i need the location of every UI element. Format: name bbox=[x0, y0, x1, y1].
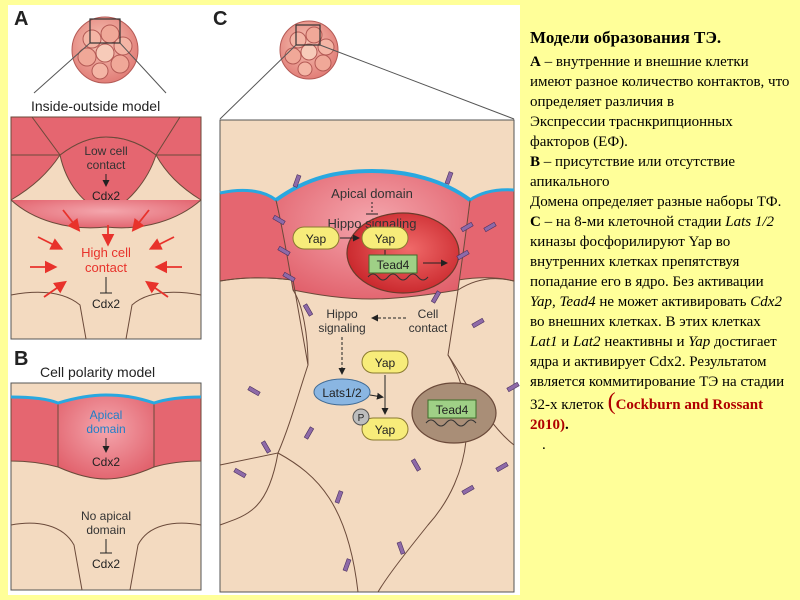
cell-contact-line2: contact bbox=[409, 321, 448, 335]
description-b: В – присутствие или отсутствие апикально… bbox=[530, 154, 736, 190]
figure: A Inside-outside model Low cell contact … bbox=[8, 5, 520, 595]
cdx2-bottom-a: Cdx2 bbox=[92, 297, 120, 311]
embryo-icon-c bbox=[219, 20, 515, 120]
figure-art: A Inside-outside model Low cell contact … bbox=[10, 8, 520, 593]
yap-label-3: Yap bbox=[375, 356, 396, 370]
apical-domain-c: Apical domain bbox=[331, 186, 413, 201]
dna-strand-2 bbox=[425, 419, 477, 427]
yap-label-1: Yap bbox=[306, 232, 327, 246]
apical-membrane-c bbox=[274, 168, 472, 202]
tead4-label-2: Tead4 bbox=[436, 403, 469, 417]
yap-nucleus-outer bbox=[361, 226, 409, 250]
cdx2-bottom-b: Cdx2 bbox=[92, 557, 120, 571]
panel-a-title: Inside-outside model bbox=[31, 98, 160, 114]
dna-strand-1 bbox=[367, 273, 429, 281]
cdx2-top-b: Cdx2 bbox=[92, 455, 120, 469]
panel-b-letter: B bbox=[14, 348, 28, 370]
description-title: Модели образования ТЭ. bbox=[530, 28, 722, 47]
red-contact-arrows bbox=[30, 209, 182, 298]
yap-label-2: Yap bbox=[375, 232, 396, 246]
description-c: С – на 8-ми клеточной стадии Lats 1/2 ки… bbox=[530, 214, 785, 433]
apical-membrane-b bbox=[10, 393, 202, 405]
panel-c-diagram bbox=[219, 119, 520, 593]
embryo-icon-a bbox=[33, 16, 167, 94]
no-apical-line1: No apical bbox=[81, 509, 131, 523]
panel-b-title: Cell polarity model bbox=[40, 364, 155, 380]
panel-b-diagram bbox=[10, 382, 202, 591]
yap-cytoplasm-inner bbox=[361, 350, 409, 374]
description-b2: Домена определяет разные наборы ТФ. bbox=[530, 194, 782, 210]
yap-phosphorylated bbox=[361, 417, 409, 441]
apical-domain-b-line1: Apical bbox=[90, 408, 123, 422]
hippo-mid-line2: signaling bbox=[318, 321, 365, 335]
cdx2-top-a: Cdx2 bbox=[92, 189, 120, 203]
trailing-dot: . bbox=[542, 437, 546, 453]
lats-label: Lats1/2 bbox=[322, 386, 362, 400]
phosphate-label: P bbox=[358, 413, 365, 424]
yap-label-4: Yap bbox=[375, 423, 396, 437]
junction-marks bbox=[233, 171, 520, 572]
description-a2: Экспрессии траснкрипционных факторов (ЕФ… bbox=[530, 114, 733, 150]
yap-cytoplasm-outer bbox=[292, 226, 340, 250]
tead4-outer bbox=[368, 254, 418, 274]
no-apical-line2: domain bbox=[86, 523, 125, 537]
high-contact-line2: contact bbox=[85, 260, 127, 275]
panel-c-letter: C bbox=[213, 8, 227, 30]
panel-a-letter: A bbox=[14, 8, 28, 30]
cell-contact-line1: Cell bbox=[418, 307, 439, 321]
high-contact-line1: High cell bbox=[81, 245, 131, 260]
citation: (Cockburn and Rossant 2010) bbox=[530, 389, 764, 433]
apical-domain-b-line2: domain bbox=[86, 422, 125, 436]
tead4-label-1: Tead4 bbox=[377, 258, 410, 272]
phosphate-badge bbox=[352, 408, 370, 426]
tead4-inner bbox=[427, 399, 477, 419]
description-panel: Модели образования ТЭ. А – внутренние и … bbox=[530, 28, 792, 455]
low-contact-line2: contact bbox=[87, 158, 126, 172]
panel-a-diagram bbox=[10, 116, 202, 340]
hippo-mid-line1: Hippo bbox=[326, 307, 358, 321]
lats-kinase bbox=[313, 378, 371, 406]
low-contact-line1: Low cell bbox=[84, 144, 127, 158]
description-a: А – внутренние и внешние клетки имеют ра… bbox=[530, 54, 790, 110]
